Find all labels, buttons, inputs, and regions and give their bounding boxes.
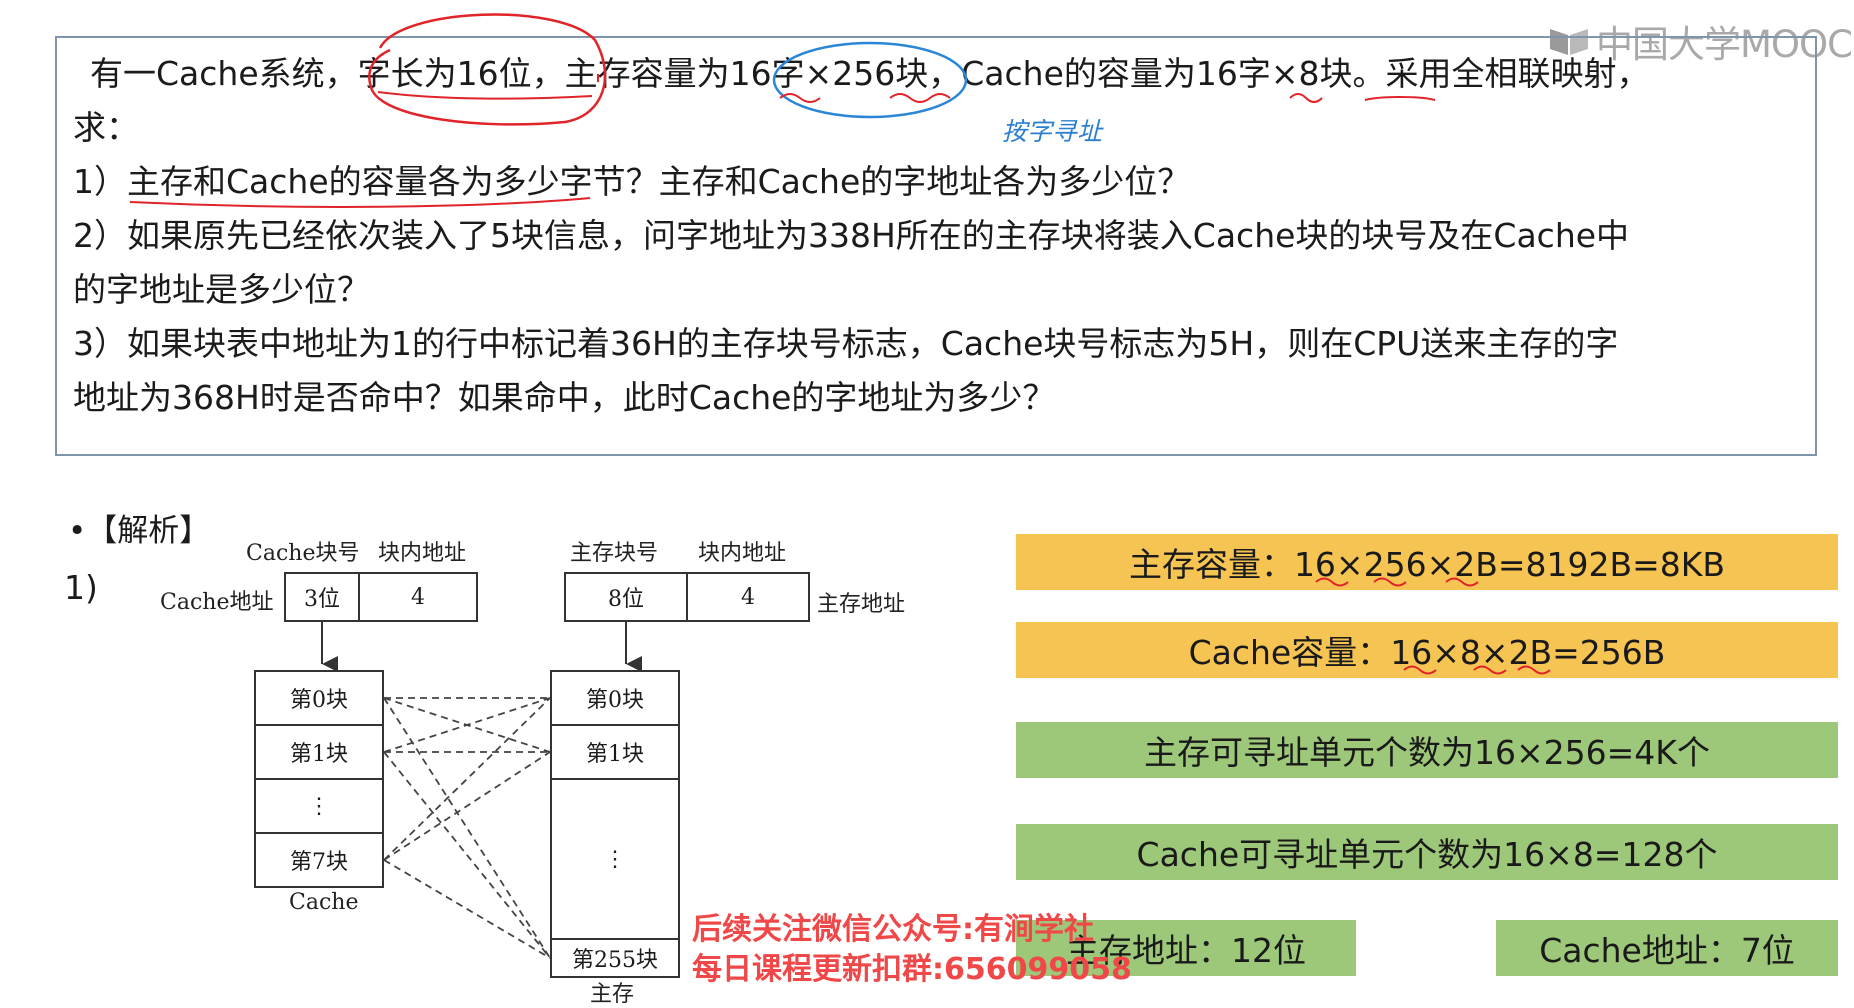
part-label: 1) xyxy=(64,568,98,607)
handwritten-note: 按字寻址 xyxy=(1002,117,1103,146)
question-line-4: 2）如果原先已经依次装入了5块信息，问字地址为338H所在的主存块将装入Cach… xyxy=(73,216,1630,255)
logo-text: 中国大学MOOC xyxy=(1596,23,1853,66)
cache-block-7: 第7块 xyxy=(254,832,384,888)
analysis-heading: •【解析】 xyxy=(68,513,211,549)
main-block-0: 第0块 xyxy=(550,670,680,726)
promo-line-2: 每日课程更新扣群:656099058 xyxy=(692,952,1132,987)
cache-block-ellipsis: ⋮ xyxy=(254,778,384,834)
cache-capacity-bar: Cache容量：16×8×2B=256B xyxy=(1016,622,1838,678)
cache-block-0: 第0块 xyxy=(254,670,384,726)
main-address-label: 主存地址 xyxy=(817,592,906,617)
question-line-7: 地址为368H时是否命中？如果命中，此时Cache的字地址为多少？ xyxy=(73,378,1056,417)
cache-offset-header: 块内地址 xyxy=(378,541,467,566)
main-block-1: 第1块 xyxy=(550,724,680,780)
book-icon xyxy=(1548,26,1590,56)
cache-address-label: Cache地址 xyxy=(160,590,274,615)
cache-units-bar: Cache可寻址单元个数为16×8=128个 xyxy=(1016,824,1838,880)
main-units-bar: 主存可寻址单元个数为16×256=4K个 xyxy=(1016,722,1838,778)
main-caption: 主存 xyxy=(590,982,635,1007)
question-line-2: 求： xyxy=(73,108,139,147)
main-block-255: 第255块 xyxy=(550,938,680,978)
main-block-ellipsis: ⋮ xyxy=(550,778,680,940)
main-block-no-header: 主存块号 xyxy=(570,541,659,566)
mooc-logo: 中国大学MOOC xyxy=(1548,14,1853,68)
main-offset-header: 块内地址 xyxy=(698,541,787,566)
cache-address-bar: Cache地址：7位 xyxy=(1496,920,1838,976)
promo-line-1: 后续关注微信公众号:有涧学社 xyxy=(692,912,1094,947)
question-line-5: 的字地址是多少位？ xyxy=(73,270,370,309)
main-capacity-bar: 主存容量：16×256×2B=8192B=8KB xyxy=(1016,534,1838,590)
main-block-field: 8位 xyxy=(564,572,688,622)
main-address-bar: 主存地址：12位 xyxy=(1016,920,1356,976)
cache-block-no-header: Cache块号 xyxy=(246,541,360,566)
main-offset-field: 4 xyxy=(686,572,810,622)
question-line-3: 1）主存和Cache的容量各为多少字节？主存和Cache的字地址各为多少位？ xyxy=(73,162,1191,201)
question-box: 有一Cache系统，字长为16位，主存容量为16字×256块，Cache的容量为… xyxy=(55,36,1817,456)
cache-caption: Cache xyxy=(289,890,359,915)
cache-offset-field: 4 xyxy=(358,572,478,622)
cache-block-1: 第1块 xyxy=(254,724,384,780)
question-line-1: 有一Cache系统，字长为16位，主存容量为16字×256块，Cache的容量为… xyxy=(90,54,1650,93)
question-line-6: 3）如果块表中地址为1的行中标记着36H的主存块号标志，Cache块号标志为5H… xyxy=(73,324,1619,363)
cache-block-field: 3位 xyxy=(284,572,360,622)
